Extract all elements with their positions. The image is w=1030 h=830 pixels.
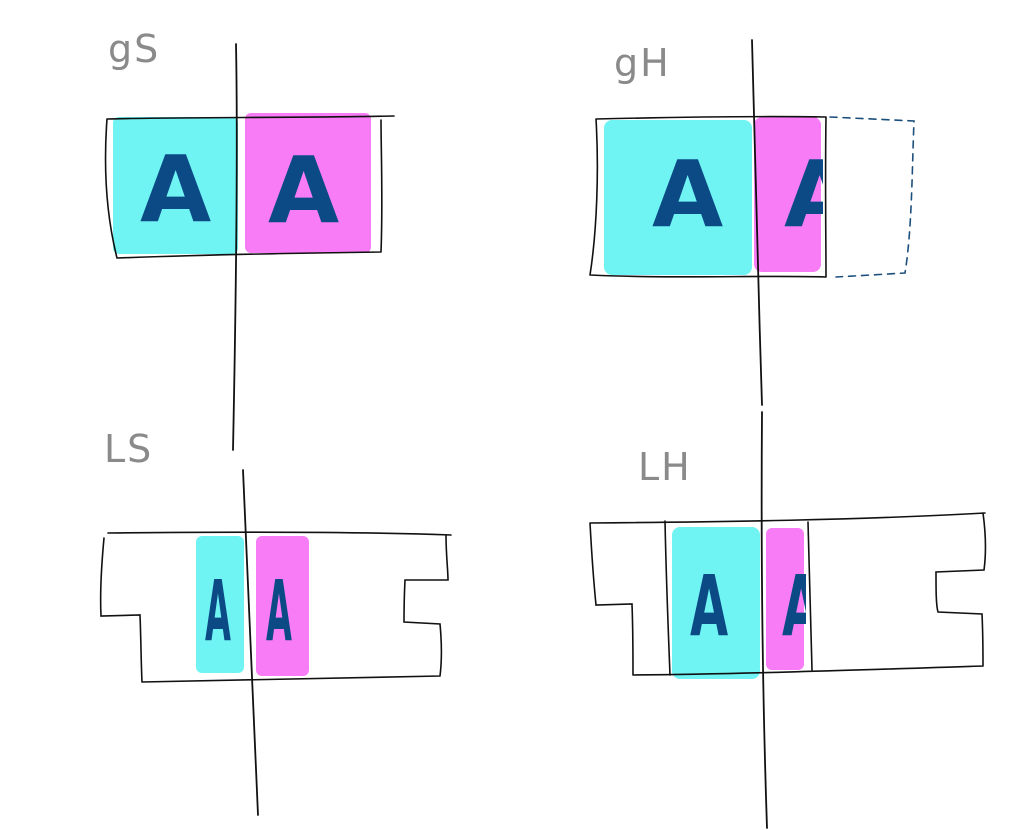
- panel-label-gs: gS: [108, 27, 160, 71]
- glyph-a-cyan: A: [690, 558, 728, 656]
- text-box-outline: [104, 115, 395, 259]
- magenta-highlight: [245, 113, 371, 253]
- magenta-highlight: [754, 117, 821, 272]
- cyan-highlight: [196, 536, 244, 673]
- glyph-a-magenta: A: [266, 564, 292, 661]
- glyph-a-magenta-clipped: A: [784, 141, 855, 248]
- origin-vertical-axis: [760, 411, 768, 829]
- text-run-left-boundary: [664, 520, 671, 676]
- glyph-a-cyan: A: [140, 136, 211, 243]
- panel-label-ls: LS: [104, 427, 153, 471]
- glyph-a-magenta-clipped: A: [782, 558, 820, 656]
- origin-vertical-axis: [232, 43, 238, 451]
- panel-ls: LS A A: [99, 427, 452, 816]
- cyan-highlight: [604, 120, 752, 275]
- panel-label-gh: gH: [614, 41, 671, 85]
- panel-gh: gH A A: [589, 39, 915, 406]
- dashed-overflow-outline: [829, 116, 915, 278]
- panel-lh: LH A A: [589, 411, 987, 829]
- glyph-a-cyan: A: [205, 564, 231, 661]
- panel-gs: gS A A: [104, 27, 395, 451]
- magenta-highlight: [766, 528, 804, 670]
- origin-vertical-axis: [751, 39, 763, 406]
- origin-vertical-axis: [242, 469, 259, 816]
- glyph-a-magenta: A: [268, 137, 339, 244]
- text-box-outline: [589, 115, 827, 278]
- magenta-highlight: [256, 536, 309, 676]
- cyan-highlight: [113, 117, 238, 254]
- line-box-outline: [99, 531, 452, 683]
- glyph-a-cyan: A: [652, 141, 723, 248]
- cyan-highlight: [672, 527, 760, 679]
- line-box-outline: [589, 512, 987, 676]
- text-run-right-boundary: [807, 521, 813, 671]
- panel-label-lh: LH: [638, 445, 692, 489]
